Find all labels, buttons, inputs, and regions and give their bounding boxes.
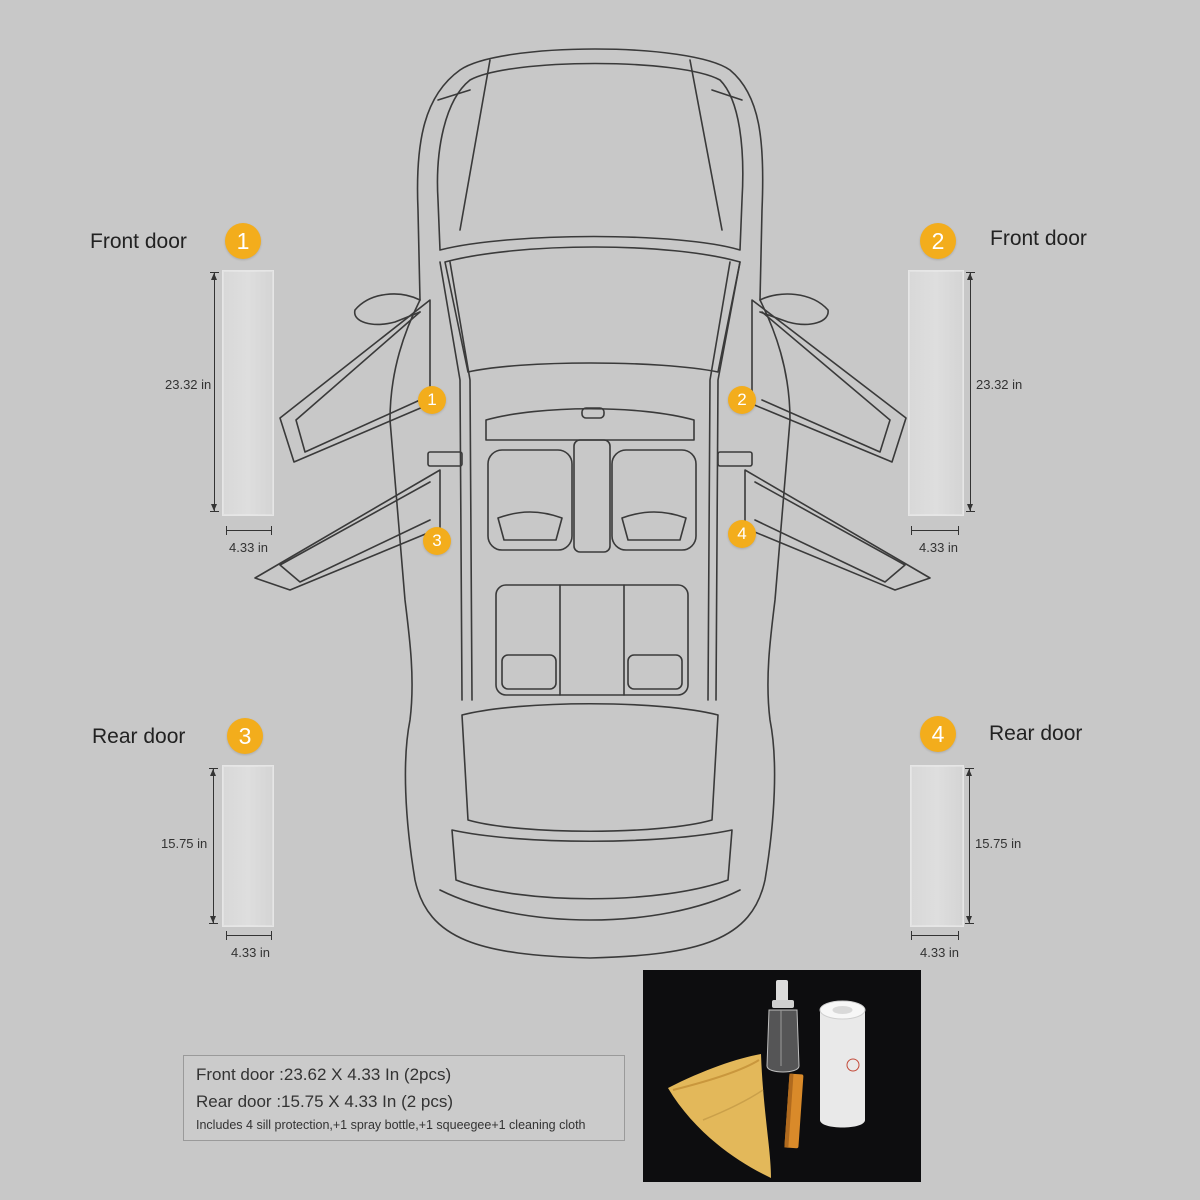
front-left-badge: 1: [225, 223, 261, 259]
rear-right-height-label: 15.75 in: [975, 836, 1022, 851]
rear-right-height-line: [965, 768, 974, 924]
rear-right-title: Rear door: [989, 722, 1083, 745]
rear-left-title: Rear door: [92, 725, 186, 748]
rear-left-height-line: [209, 768, 218, 924]
front-right-width-label: 4.33 in: [919, 540, 959, 555]
rear-left-badge: 3: [227, 718, 263, 754]
kit-contents-photo: [643, 970, 921, 1182]
front-left-title: Front door: [90, 230, 187, 253]
front-left-width-line: [226, 526, 272, 535]
car-marker-2: 2: [728, 386, 756, 414]
rear-left-height-label: 15.75 in: [161, 836, 208, 851]
front-right-sill-strip: [908, 270, 964, 516]
front-right-width-line: [911, 526, 959, 535]
car-marker-1: 1: [418, 386, 446, 414]
info-front-door-line: Front door :23.62 X 4.33 In (2pcs): [196, 1065, 452, 1084]
car-marker-3: 3: [423, 527, 451, 555]
rear-left-width-line: [226, 931, 272, 940]
info-includes-line: Includes 4 sill protection,+1 spray bott…: [196, 1118, 586, 1132]
front-right-height-label: 23.32 in: [976, 377, 1023, 392]
rear-left-sill-strip: [222, 765, 274, 927]
rear-right-width-line: [911, 931, 959, 940]
info-rear-door-line: Rear door :15.75 X 4.33 In (2 pcs): [196, 1092, 454, 1111]
rear-right-sill-strip: [910, 765, 964, 927]
front-left-height-label: 23.32 in: [165, 377, 212, 392]
car-marker-4: 4: [728, 520, 756, 548]
rear-right-badge: 4: [920, 716, 956, 752]
front-right-title: Front door: [990, 227, 1087, 250]
rear-right-width-label: 4.33 in: [920, 945, 960, 960]
package-info-box: Front door :23.62 X 4.33 In (2pcs) Rear …: [183, 1055, 625, 1141]
front-left-width-label: 4.33 in: [229, 540, 269, 555]
front-right-height-line: [966, 272, 975, 512]
rear-left-width-label: 4.33 in: [231, 945, 271, 960]
front-left-height-line: [210, 272, 219, 512]
front-right-badge: 2: [920, 223, 956, 259]
kit-items-illustration: [668, 980, 866, 1178]
front-left-sill-strip: [222, 270, 274, 516]
